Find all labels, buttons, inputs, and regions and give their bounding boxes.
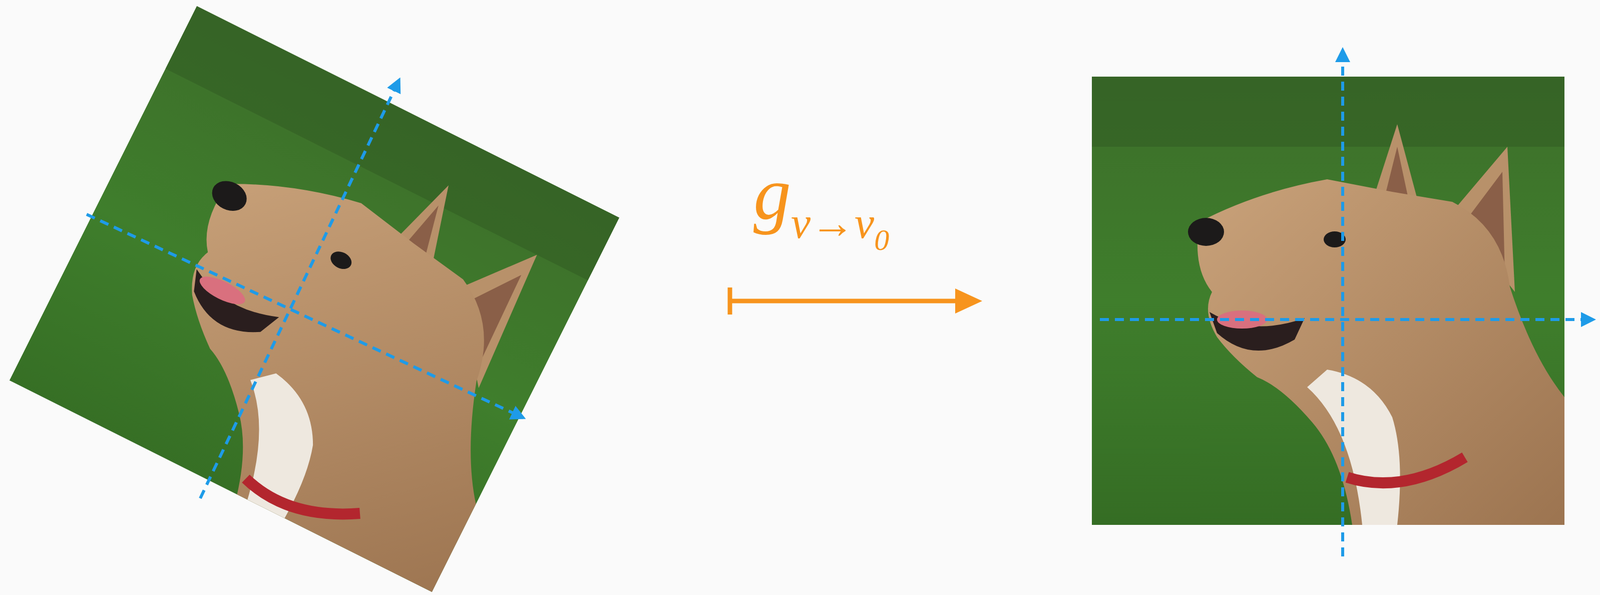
rotated-photo: [0, 6, 620, 595]
mapsto-bar: [727, 287, 733, 315]
axis-line: [1341, 50, 1345, 557]
upright-photo: [1091, 76, 1565, 525]
map-subscript: 0: [874, 222, 890, 258]
axis-line: [200, 80, 399, 499]
axis-line: [1099, 317, 1593, 321]
axis-line: [86, 214, 524, 418]
arrowhead: [955, 288, 983, 314]
map-subscript: ν→ν: [790, 197, 875, 249]
map-symbol: g: [753, 150, 791, 237]
transform-label: gν→ν0: [753, 150, 890, 237]
mapsto-arrow: [729, 298, 959, 304]
